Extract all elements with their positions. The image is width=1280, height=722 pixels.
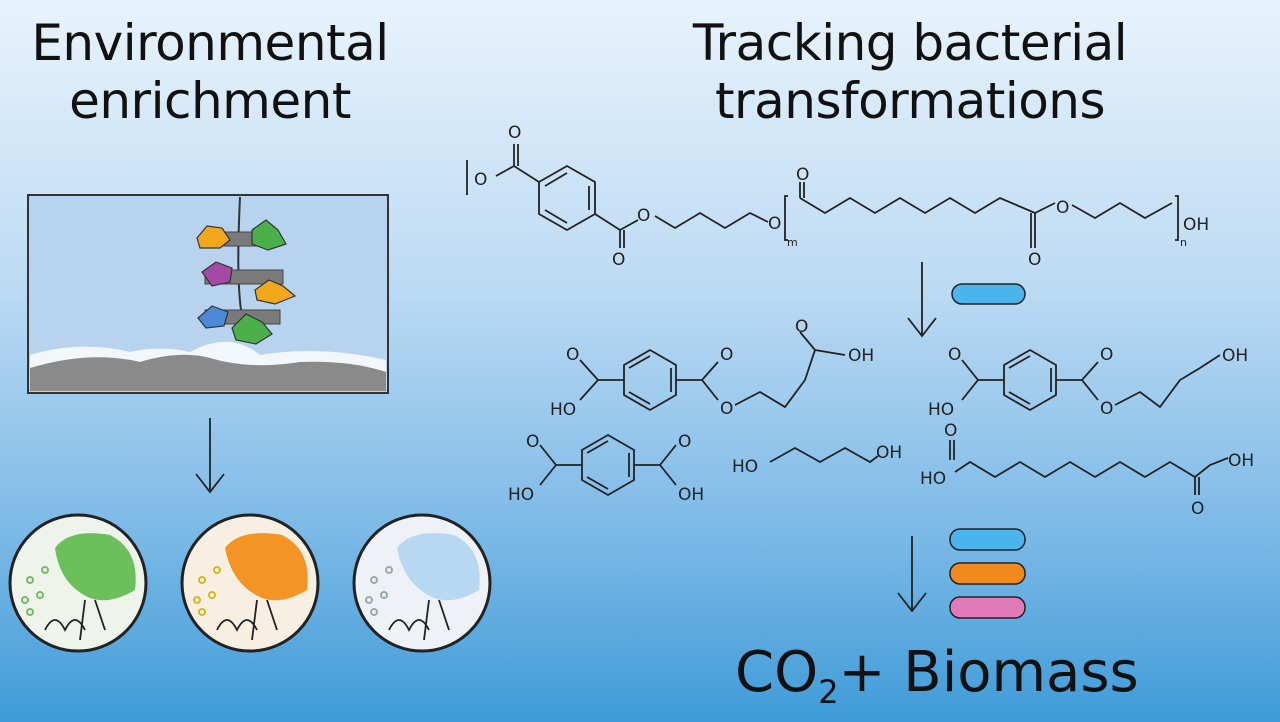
bacterium-pill-blue	[949, 528, 1026, 551]
atom-label: n	[1180, 236, 1187, 249]
co2-subscript: 2	[818, 673, 839, 712]
atom-label: O	[1056, 198, 1069, 218]
atom-label: O	[1191, 499, 1204, 519]
enrichment-tank	[27, 194, 389, 394]
product-butanediol: HO OH	[732, 443, 902, 477]
atom-label: O	[612, 250, 625, 270]
isolate-blue	[352, 513, 492, 653]
atom-label: O	[720, 345, 733, 365]
right-title-line1: Tracking bacterial	[692, 14, 1128, 72]
atom-label: O	[1100, 399, 1113, 419]
atom-label: OH	[1228, 451, 1254, 471]
atom-label: HO	[920, 469, 946, 489]
isolate-orange	[180, 513, 320, 653]
polymer-structure: O O O O O m O O O n OH	[466, 123, 1209, 270]
atom-label: O	[796, 165, 809, 185]
bacteria-colonies	[196, 219, 297, 345]
atom-label: m	[787, 236, 798, 249]
left-title-line2: enrichment	[69, 72, 351, 130]
biomass-label: + Biomass	[838, 640, 1139, 705]
atom-label: O	[795, 317, 808, 337]
arrow-down-hydrolysis	[907, 262, 937, 338]
atom-label: O	[474, 170, 487, 190]
atom-label: O	[948, 345, 961, 365]
result-co2-biomass: CO2+ Biomass	[735, 640, 1139, 711]
right-title-line2: transformations	[714, 72, 1106, 130]
arrow-down-left	[195, 418, 225, 494]
atom-label: HO	[550, 400, 576, 420]
product-terephthalic-acid: O HO O OH	[508, 432, 704, 505]
bacterium-pill-orange	[949, 562, 1026, 585]
atom-label: O	[1028, 250, 1041, 270]
atom-label: OH	[848, 346, 874, 366]
atom-label: O	[526, 432, 539, 452]
atom-label: O	[768, 214, 781, 234]
isolate-green	[8, 513, 148, 653]
atom-label: O	[678, 432, 691, 452]
atom-label: HO	[508, 485, 534, 505]
atom-label: O	[637, 206, 650, 226]
atom-label: O	[720, 399, 733, 419]
left-title-line1: Environmental	[31, 14, 389, 72]
co2-label: CO	[735, 640, 819, 705]
product-sebacic-acid: O HO OH O	[920, 421, 1254, 519]
atom-label: HO	[732, 457, 758, 477]
atom-label: HO	[928, 400, 954, 420]
arrow-down-mineralization	[897, 536, 927, 613]
atom-label: OH	[1222, 346, 1248, 366]
atom-label: O	[566, 345, 579, 365]
atom-label: O	[508, 123, 521, 143]
atom-label: OH	[876, 443, 902, 463]
atom-label: OH	[678, 485, 704, 505]
product-half-ester-acid: O HO O O O OH	[550, 317, 874, 420]
bacterium-pill-blue	[951, 283, 1026, 305]
bacterium-pill-pink	[949, 596, 1026, 619]
atom-label: OH	[1183, 215, 1209, 235]
product-half-ester-alcohol: O HO O O OH	[928, 345, 1248, 420]
atom-label: O	[944, 421, 957, 441]
atom-label: O	[1100, 345, 1113, 365]
